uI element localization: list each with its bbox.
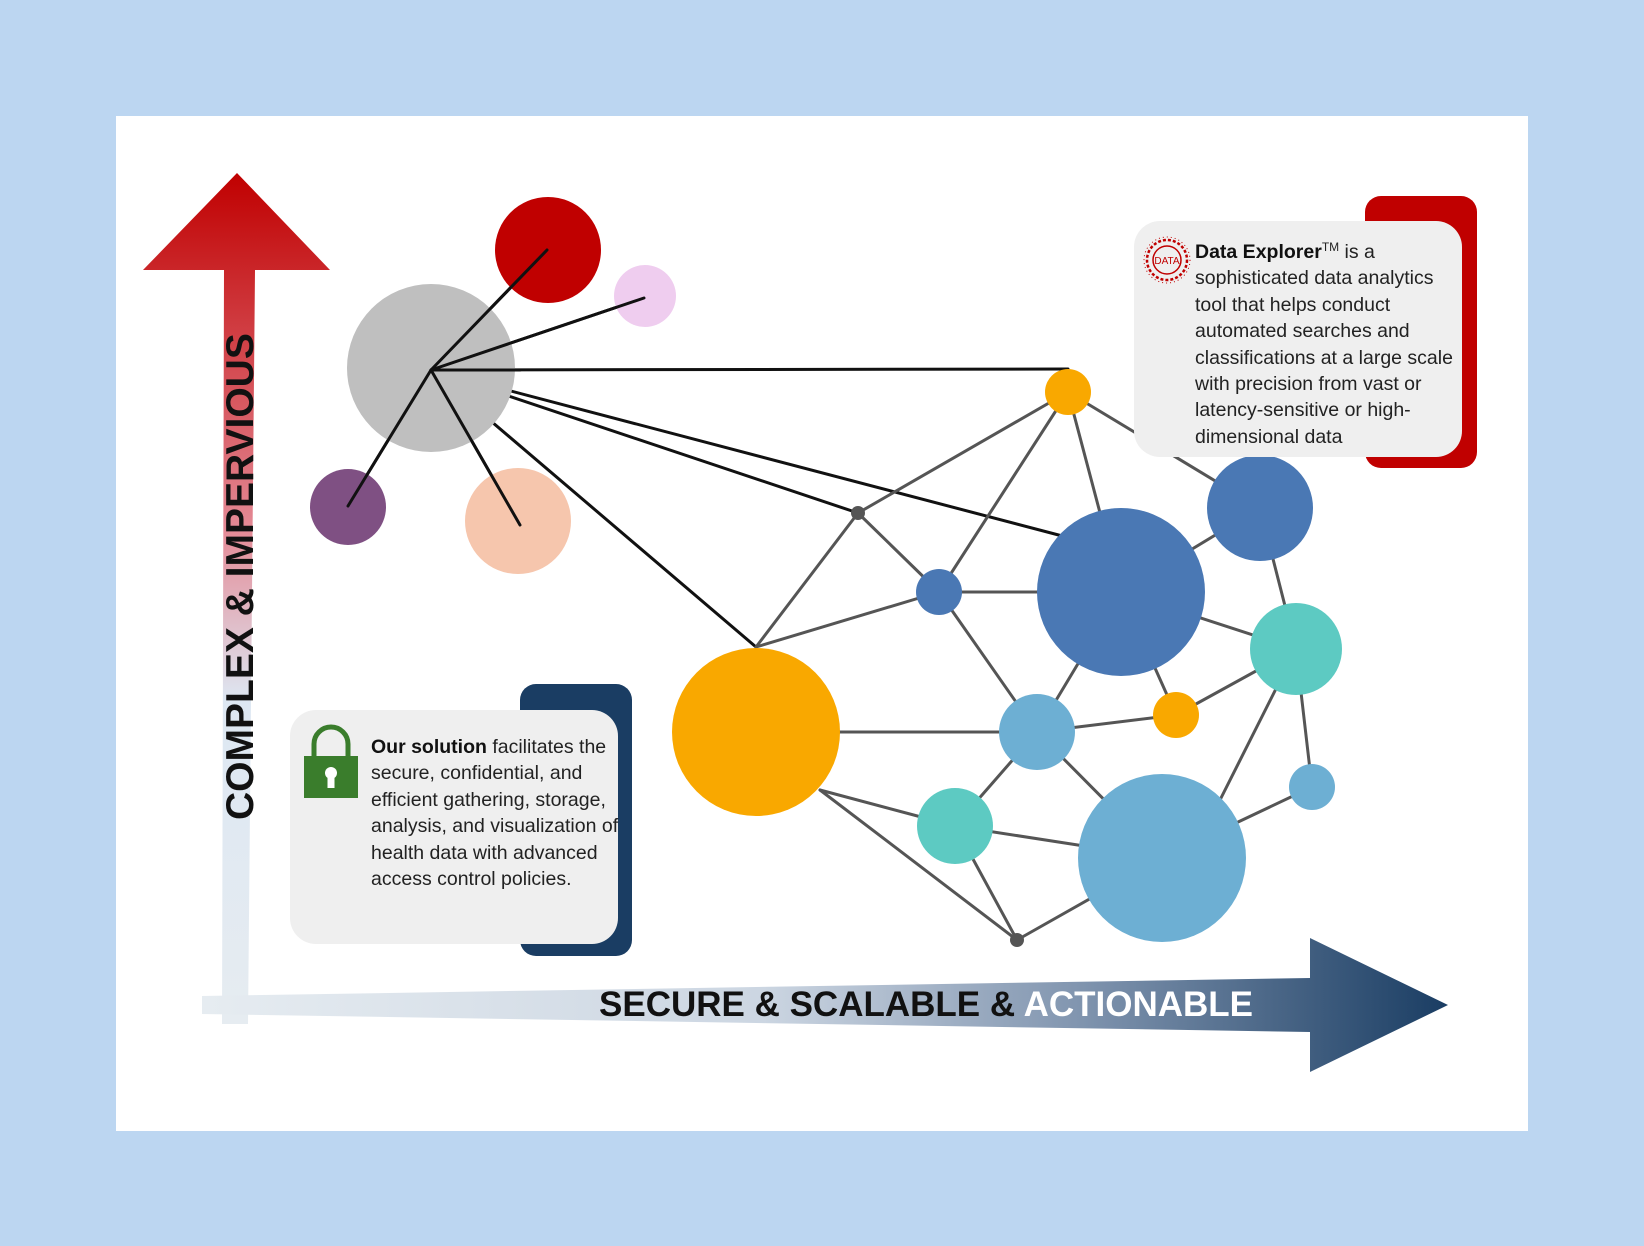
node-lightblue-small [1289, 764, 1335, 810]
node-lightblue-mid [999, 694, 1075, 770]
node-blue-small [916, 569, 962, 615]
node-teal-right [1250, 603, 1342, 695]
horizontal-axis-arrow [202, 938, 1448, 1072]
node-orange-mid [1153, 692, 1199, 738]
lock-icon [304, 724, 358, 798]
vertical-axis-arrow [143, 173, 330, 1024]
horizontal-axis-label-dark: SECURE & SCALABLE & [599, 985, 1024, 1024]
solution-description: Our solution facilitates the secure, con… [371, 734, 621, 892]
node-lightblue-large [1078, 774, 1246, 942]
solution-title: Our solution [371, 736, 487, 758]
data-explorer-description: Data ExplorerTM is a sophisticated data … [1195, 234, 1465, 450]
node-blue-right [1207, 455, 1313, 561]
trademark-mark: TM [1321, 240, 1340, 254]
vertical-axis-label: COMPLEX & IMPERVIOUS [219, 333, 262, 820]
solution-callout-card [290, 710, 618, 944]
solution-body: facilitates the secure, confidential, an… [371, 736, 619, 891]
junction-dot-bottom [1010, 933, 1024, 947]
junction-dot-top [851, 506, 865, 520]
data-logo-icon: DATA [1143, 236, 1191, 284]
data-logo-text: DATA [1154, 256, 1180, 267]
node-blue-large [1037, 508, 1205, 676]
node-teal-left [917, 788, 993, 864]
data-explorer-title: Data Explorer [1195, 241, 1322, 263]
data-explorer-callout-card [1134, 221, 1462, 457]
horizontal-axis-label-light: ACTIONABLE [1024, 985, 1253, 1024]
node-orange-large [672, 648, 840, 816]
horizontal-axis-label: SECURE & SCALABLE & ACTIONABLE [599, 985, 1253, 1024]
data-explorer-body: is a sophisticated data analytics tool t… [1195, 241, 1453, 448]
node-pink [614, 265, 676, 327]
node-orange-small [1045, 369, 1091, 415]
